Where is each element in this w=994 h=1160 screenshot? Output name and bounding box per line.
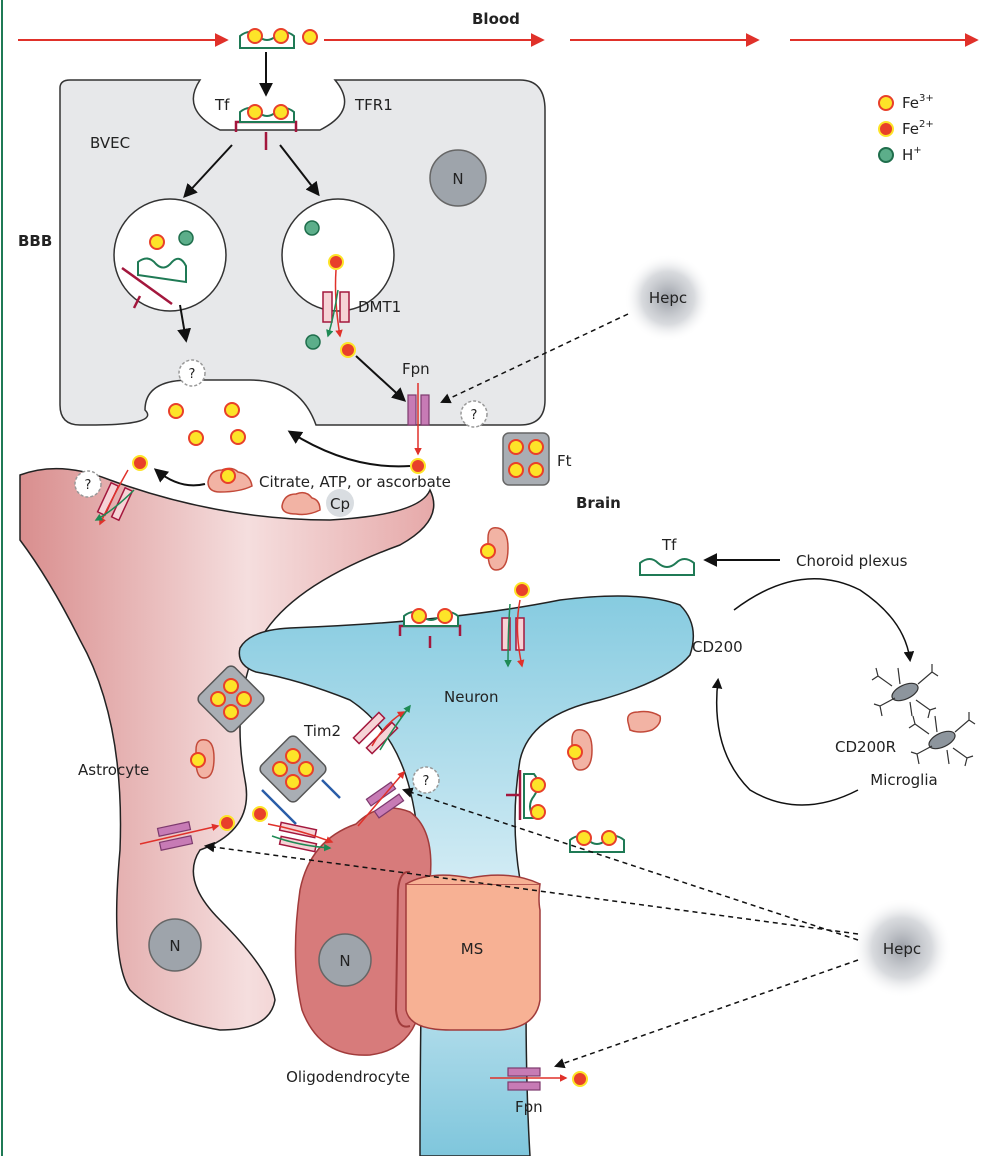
endosome-left <box>113 198 227 312</box>
neuron-importer <box>501 582 530 668</box>
fe2-astro-out <box>219 815 235 831</box>
fe2-neuron-out <box>572 1071 588 1087</box>
tf-holo-brain-3 <box>567 728 593 771</box>
blood-label: Blood <box>472 10 520 28</box>
fpn-bvec <box>407 383 430 456</box>
neuron-importer-2 <box>352 704 411 755</box>
astro-nucleus <box>148 918 202 972</box>
ceruloplasmin <box>281 489 354 517</box>
hepcidin-top <box>624 254 712 342</box>
brain-label: Brain <box>576 494 621 512</box>
legend-label: Fe3+ <box>902 93 934 112</box>
dmt1-label: DMT1 <box>358 298 401 316</box>
fe3-blood <box>302 29 318 45</box>
tf-tfr1-neuron-right <box>506 770 546 820</box>
tf-tfr1-neuron <box>398 608 462 648</box>
oligo-nucleus-label: N <box>339 952 350 970</box>
cd200r-label: CD200R <box>835 738 896 756</box>
arrow-to-endosome-left <box>183 144 233 199</box>
endosome-right <box>281 198 395 312</box>
fpn-label-top: Fpn <box>402 360 430 378</box>
tf-brain-label: Tf <box>661 536 677 554</box>
cd200r-arrow-to-neuron <box>711 677 859 806</box>
microglia-cells <box>871 664 976 767</box>
question-fpn-top <box>460 400 488 428</box>
oligo-nucleus <box>318 933 372 987</box>
hepc-top-inhibition <box>440 313 629 404</box>
legend-marker <box>878 147 894 163</box>
transferrin-blood <box>239 28 295 49</box>
astrocyte-label: Astrocyte <box>78 761 149 779</box>
neuron-label: Neuron <box>444 688 498 706</box>
arrow-to-endosome-right <box>279 144 320 197</box>
legend-label: Fe2+ <box>902 119 934 138</box>
fe2-out-dmt1 <box>340 342 356 358</box>
tf-apo-brain-2 <box>626 710 662 733</box>
fpn-oligo: ? <box>357 766 440 827</box>
citrate-label: Citrate, ATP, or ascorbate <box>259 473 451 491</box>
fe2-released <box>410 458 426 474</box>
tf-apo-brain <box>639 558 695 576</box>
ferritin-astro <box>197 665 265 733</box>
tfr1-label: TFR1 <box>354 96 393 114</box>
hepc-bottom-inhibition <box>203 787 859 1069</box>
dmt1-transporter <box>322 269 350 338</box>
cd200-arrow-to-microglia <box>733 578 915 663</box>
svg-text:?: ? <box>423 774 430 789</box>
fpn-astro <box>139 821 220 851</box>
oligo-importer <box>252 806 334 853</box>
legend: Fe3+ Fe2+ H+ <box>878 93 934 164</box>
ft-label: Ft <box>557 452 572 470</box>
cd200-label: CD200 <box>692 638 743 656</box>
microglia-label: Microglia <box>870 771 937 789</box>
svg-text:?: ? <box>189 367 196 382</box>
ms-label: MS <box>461 940 483 958</box>
exocytic-vesicle: ? <box>168 359 246 446</box>
fpn-bottom-label: Fpn <box>515 1098 543 1116</box>
bvec-label: BVEC <box>90 134 130 152</box>
astro-nucleus-label: N <box>169 937 180 955</box>
arrow-fe2-to-fpn <box>355 355 407 402</box>
tf-tfr1-complex <box>234 104 298 150</box>
astro-importer: ? <box>74 455 148 526</box>
h-ion-out <box>305 334 321 350</box>
arrow-endosome-to-vesicle <box>177 304 192 343</box>
bvec-nucleus-label: N <box>452 170 463 188</box>
tim2-label: Tim2 <box>303 722 341 740</box>
ceruloplasmin-bound-iron <box>207 467 253 493</box>
tf-holo-astro <box>190 738 215 779</box>
ferritin-tim2 <box>259 735 341 825</box>
bbb-label: BBB <box>18 232 52 250</box>
tf-holo-brain-4 <box>569 830 625 853</box>
cp-label: Cp <box>330 495 350 513</box>
myelin-sheath <box>394 870 541 1031</box>
oligodendrocyte-label: Oligodendrocyte <box>286 1068 410 1086</box>
legend-label: H+ <box>902 145 922 164</box>
svg-text:?: ? <box>85 478 92 493</box>
hepcidin-bottom <box>852 898 952 998</box>
tf-holo-brain-1 <box>480 526 509 571</box>
arrow-to-astro-import <box>153 468 206 487</box>
bvec-nucleus <box>429 149 487 207</box>
legend-marker <box>878 95 894 111</box>
ferritin-top <box>502 432 550 486</box>
hepc-top-label: Hepc <box>649 289 687 307</box>
fpn-neuron-bottom <box>490 1067 568 1091</box>
legend-marker <box>878 121 894 137</box>
svg-text:?: ? <box>471 408 478 423</box>
choroid-plexus-label: Choroid plexus <box>796 552 908 570</box>
hepc-bottom-label: Hepc <box>883 940 921 958</box>
tf-label-top: Tf <box>214 96 230 114</box>
arrow-to-vesicle-return <box>287 430 411 468</box>
